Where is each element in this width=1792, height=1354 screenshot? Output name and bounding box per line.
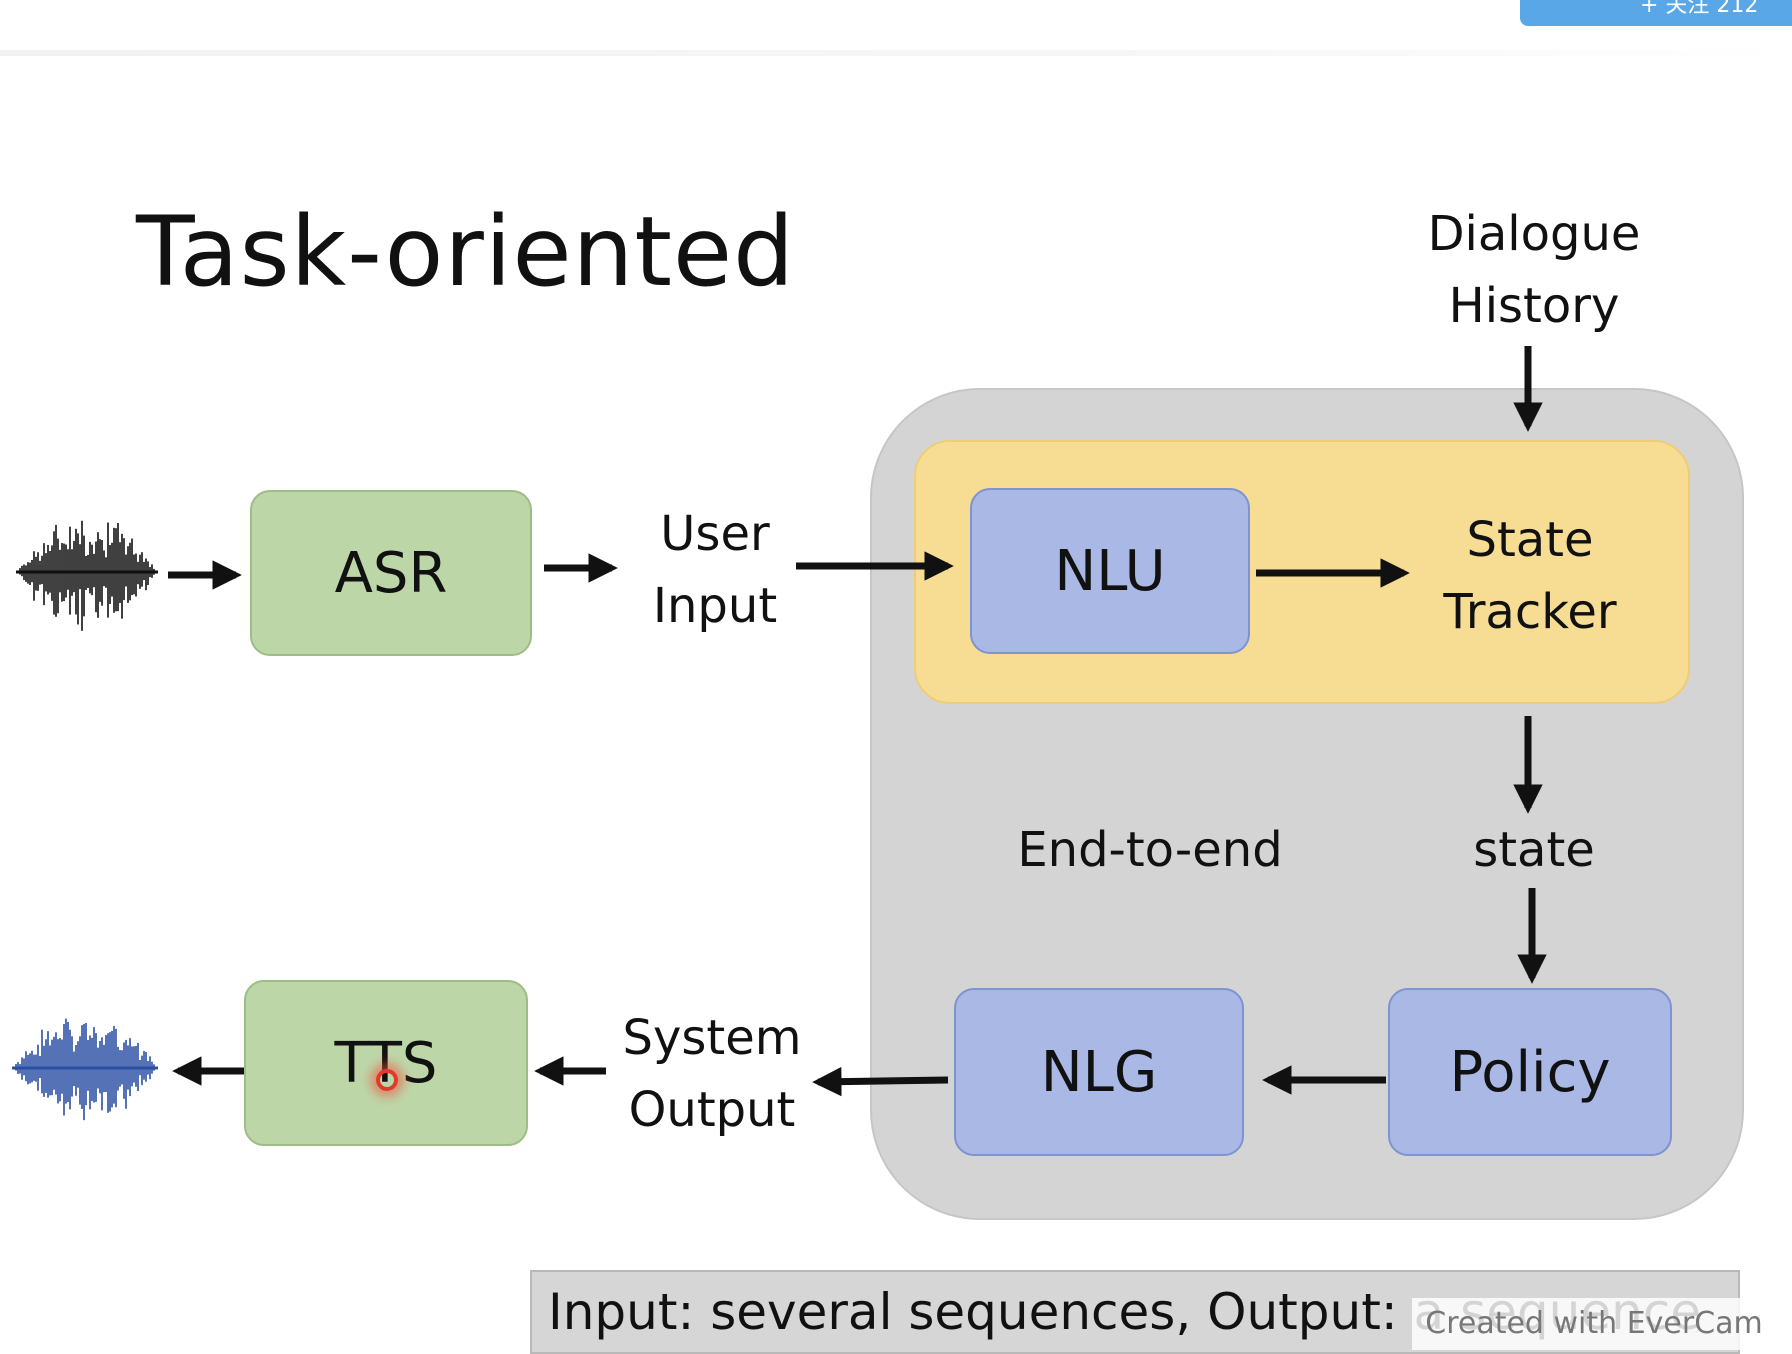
state-tracker-line1: State (1466, 512, 1594, 568)
input-waveform-icon (16, 520, 158, 631)
evercam-watermark: Created with EverCam (1412, 1298, 1776, 1350)
dialogue-history-line1: Dialogue (1427, 206, 1641, 262)
nlg-block: NLG (954, 988, 1244, 1156)
nlu-block: NLU (970, 488, 1250, 654)
output-waveform-icon (12, 1018, 158, 1121)
user-input-line2: Input (652, 578, 778, 634)
system-output-label: System Output (612, 1002, 812, 1146)
end-to-end-label: End-to-end (1017, 822, 1283, 878)
user-input-line1: User (660, 506, 770, 562)
asr-block: ASR (250, 490, 532, 656)
slide-title: Task-oriented (136, 196, 796, 308)
pointer-highlight-icon (376, 1069, 398, 1091)
state-tracker-label: State Tracker (1380, 504, 1680, 648)
dialogue-history-label: Dialogue History (1386, 198, 1682, 342)
top-divider (0, 50, 1792, 56)
policy-block: Policy (1388, 988, 1672, 1156)
system-output-line1: System (622, 1010, 802, 1066)
dialogue-history-line2: History (1448, 278, 1620, 334)
follow-button[interactable]: + 关注 212 (1520, 0, 1792, 26)
state-tracker-line2: Tracker (1443, 584, 1617, 640)
system-output-line2: Output (628, 1082, 796, 1138)
arrow-nlg-to-system-output (812, 1066, 949, 1097)
state-label: state (1473, 822, 1595, 878)
user-input-label: User Input (620, 498, 810, 642)
